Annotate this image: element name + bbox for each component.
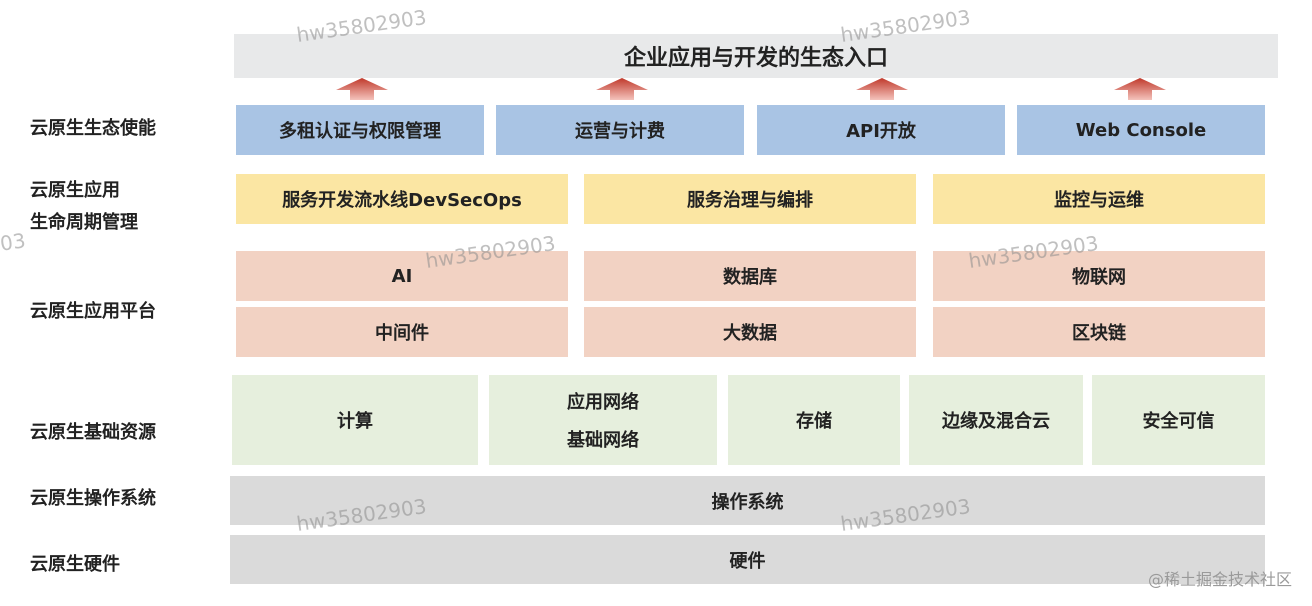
platform-item: 大数据 [584,307,916,357]
infrastructure-item: 安全可信 [1092,375,1265,465]
infrastructure-item: 计算 [232,375,478,465]
row-label-os: 云原生操作系统 [30,488,156,509]
infrastructure-item: 基础网络 [567,430,639,452]
infrastructure-item: 应用网络 [567,391,639,413]
up-arrow-icon [336,78,388,100]
row-label-hardware: 云原生硬件 [30,554,120,575]
infrastructure-item: 存储 [728,375,900,465]
network-group: 应用网络 基础网络 [489,375,717,465]
platform-item: 区块链 [933,307,1265,357]
platform-item: 数据库 [584,251,916,301]
ecosystem-item: Web Console [1017,105,1265,155]
row-label-platform: 云原生应用平台 [30,301,156,322]
row-label-ecosystem: 云原生生态使能 [30,118,156,139]
row-label-infrastructure: 云原生基础资源 [30,422,156,443]
lifecycle-item: 服务治理与编排 [584,174,916,224]
ecosystem-item: API开放 [757,105,1005,155]
source-watermark: @稀土掘金技术社区 [1147,570,1292,589]
row-label-lifecycle-line1: 云原生应用 [30,180,120,201]
lifecycle-item: 服务开发流水线DevSecOps [236,174,568,224]
up-arrow-icon [1114,78,1166,100]
platform-item: 中间件 [236,307,568,357]
ecosystem-entry-title: 企业应用与开发的生态入口 [623,46,888,71]
platform-item: 物联网 [933,251,1265,301]
watermark: 03 [0,228,27,256]
ecosystem-item: 多租认证与权限管理 [236,105,484,155]
platform-item: AI [236,251,568,301]
os-bar: 操作系统 [230,476,1265,525]
lifecycle-item: 监控与运维 [933,174,1265,224]
up-arrow-icon [596,78,648,100]
hardware-bar: 硬件 [230,535,1265,584]
ecosystem-entry-bar: 企业应用与开发的生态入口 [234,34,1278,78]
infrastructure-item: 边缘及混合云 [909,375,1083,465]
ecosystem-item: 运营与计费 [496,105,744,155]
up-arrow-icon [856,78,908,100]
row-label-lifecycle-line2: 生命周期管理 [30,212,138,233]
